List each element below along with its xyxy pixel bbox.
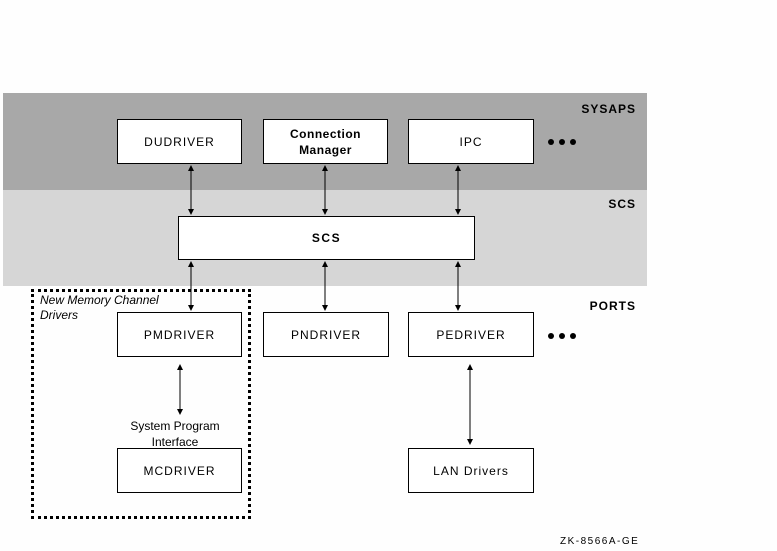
scs-box: SCS [178, 216, 475, 260]
dudriver-label: DUDRIVER [144, 134, 215, 149]
pmdriver-label: PMDRIVER [143, 327, 216, 342]
connection-manager-label: Connection Manager [290, 126, 361, 157]
pedriver-box: PEDRIVER [408, 312, 534, 357]
ipc-label: IPC [459, 134, 483, 149]
more-dots-icon [548, 333, 576, 339]
dot [570, 139, 576, 145]
spi-line2: Interface [151, 435, 199, 449]
group-label-line2: Drivers [40, 308, 78, 322]
dot [548, 333, 554, 339]
ports-layer-label: PORTS [589, 299, 636, 313]
dot [548, 139, 554, 145]
arrow-pedriver-to-lan-drivers [467, 364, 473, 445]
dot [570, 333, 576, 339]
arrowhead-down-icon [455, 305, 461, 311]
pndriver-box: PNDRIVER [263, 312, 389, 357]
ipc-box: IPC [408, 119, 534, 164]
scs-layer-label: SCS [608, 197, 636, 211]
mcdriver-label: MCDRIVER [143, 463, 216, 478]
lan-drivers-box: LAN Drivers [408, 448, 534, 493]
group-label-line1: New Memory Channel [40, 293, 159, 307]
dudriver-box: DUDRIVER [117, 119, 242, 164]
arrowhead-down-icon [467, 439, 473, 445]
memory-channel-group-label: New Memory Channel Drivers [40, 293, 159, 323]
pmdriver-box: PMDRIVER [117, 312, 242, 357]
arrowhead-up-icon [467, 364, 473, 370]
scs-box-label: SCS [311, 231, 342, 245]
more-dots-icon [548, 139, 576, 145]
figure-id: ZK-8566A-GE [560, 536, 640, 547]
mcdriver-box: MCDRIVER [117, 448, 242, 493]
dot [559, 333, 565, 339]
arrowhead-down-icon [322, 305, 328, 311]
spi-line1: System Program [130, 419, 220, 433]
dot [559, 139, 565, 145]
pedriver-label: PEDRIVER [436, 327, 506, 342]
memory-channel-group-border [31, 289, 251, 519]
pndriver-label: PNDRIVER [290, 327, 361, 342]
connection-manager-box: Connection Manager [263, 119, 388, 164]
sysaps-layer-label: SYSAPS [581, 102, 636, 116]
lan-drivers-label: LAN Drivers [433, 463, 509, 478]
system-program-interface-label: System Program Interface [115, 418, 235, 450]
